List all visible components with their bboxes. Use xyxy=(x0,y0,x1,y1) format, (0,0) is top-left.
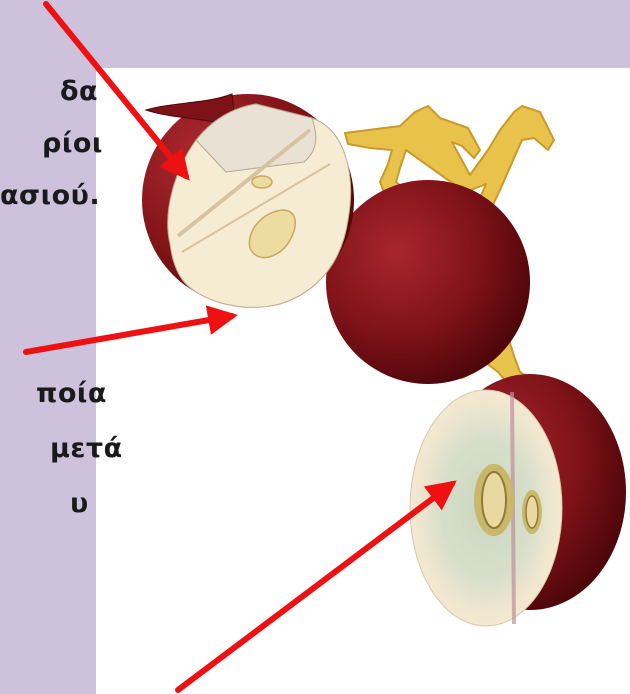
red-arrow-icon-2 xyxy=(26,316,232,352)
red-arrow-icon-3 xyxy=(178,484,452,690)
cut-grape-top xyxy=(142,94,354,307)
cut-grape-bottom xyxy=(410,374,626,626)
red-arrow-icon-1 xyxy=(46,4,186,176)
whole-grape xyxy=(326,180,530,384)
